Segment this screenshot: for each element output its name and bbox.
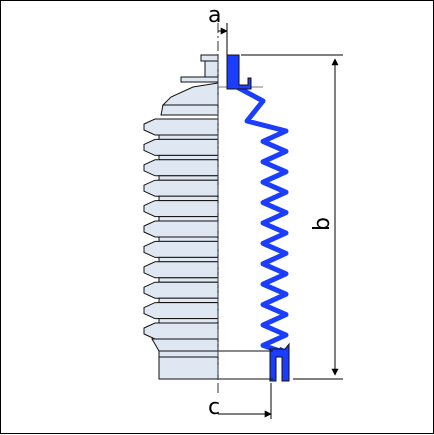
- top-seal-section: [226, 54, 252, 90]
- section-profile-inner: [235, 84, 290, 356]
- top-ring: [180, 76, 219, 83]
- rib: [143, 302, 219, 320]
- rib: [143, 138, 219, 156]
- rib-valley: [158, 154, 219, 161]
- rib: [143, 322, 219, 340]
- rib-valley: [158, 216, 219, 222]
- rib-valley: [158, 318, 219, 324]
- shoulder: [161, 82, 219, 106]
- bellows-ribs: [143, 118, 219, 344]
- rib-valley: [158, 175, 219, 181]
- rib-valley: [158, 236, 219, 242]
- label-a: a: [208, 3, 221, 28]
- bottom-seal-section: [269, 342, 290, 382]
- rib-valley: [158, 195, 219, 202]
- rib: [143, 200, 219, 218]
- rib: [143, 240, 219, 258]
- rib: [143, 179, 219, 197]
- rib: [143, 159, 219, 177]
- bellows-outer-view: [160, 54, 219, 116]
- rib: [143, 261, 219, 279]
- bottom-collar: [151, 338, 219, 380]
- collar: [158, 350, 219, 380]
- label-c: c: [208, 395, 220, 420]
- rib-valley: [158, 256, 219, 263]
- rib: [143, 220, 219, 238]
- rib-valley: [158, 277, 219, 283]
- label-b: b: [310, 217, 335, 231]
- rib-valley: [158, 134, 219, 140]
- rib-valley: [158, 297, 219, 304]
- collar-taper: [151, 338, 219, 352]
- shoulder-band: [160, 104, 219, 116]
- rib: [143, 281, 219, 299]
- rib: [143, 118, 219, 136]
- top-neck-flange: [200, 54, 219, 62]
- bellows-section: [218, 54, 290, 382]
- top-neck: [204, 60, 219, 78]
